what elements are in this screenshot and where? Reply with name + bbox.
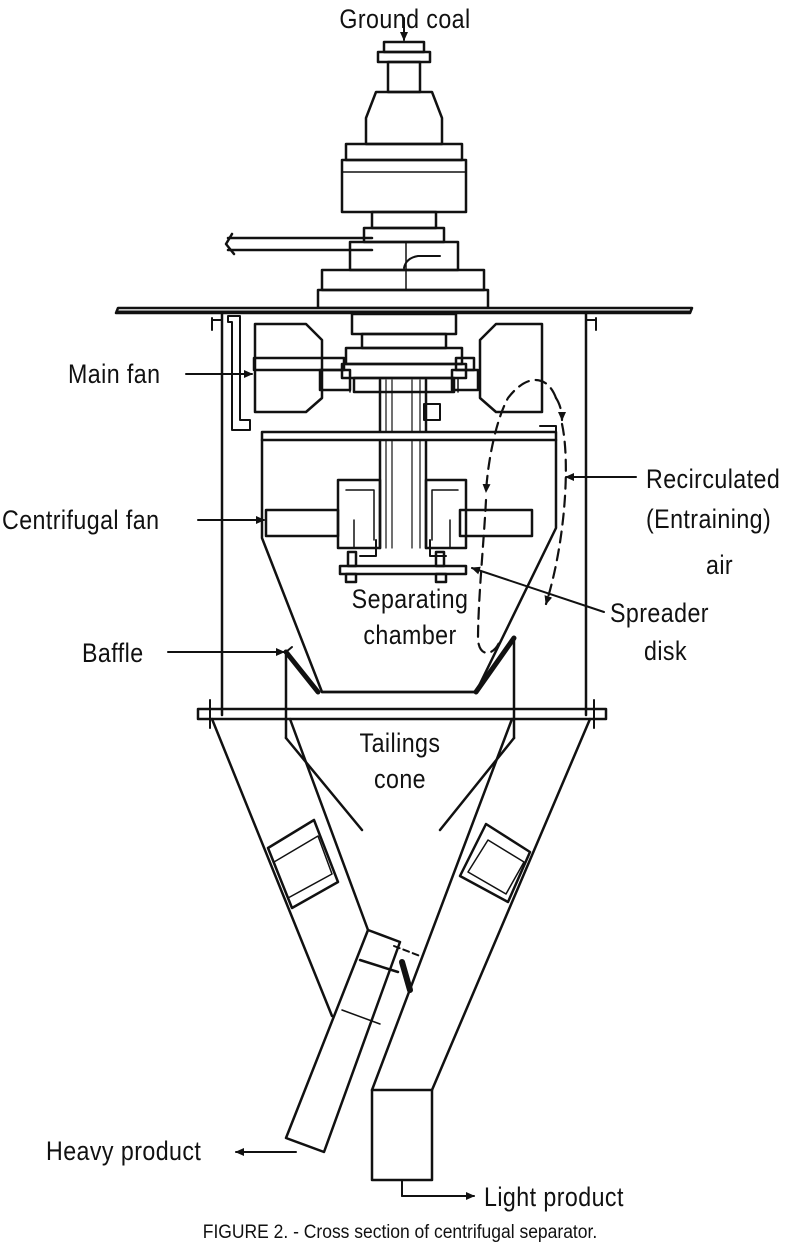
chamber-rim <box>260 425 558 442</box>
centrifugal-fan <box>264 478 534 557</box>
baffle <box>283 635 517 695</box>
separating-chamber-label-line2: chamber <box>363 620 457 650</box>
heavy-product-duct <box>210 717 402 1154</box>
heavy-product-label: Heavy product <box>46 1136 202 1166</box>
recirculated-air-label-line1: Recirculated <box>646 464 781 494</box>
drive-shaft <box>224 232 374 256</box>
spreader-disk-label-line2: disk <box>644 636 688 666</box>
main-fan <box>252 312 544 414</box>
central-shaft <box>378 378 441 550</box>
tailings-cone-label-line1: Tailings <box>359 728 441 758</box>
recirculated-air-label-line3: air <box>706 550 734 580</box>
spreader-disk <box>338 550 468 584</box>
separating-chamber-label-line1: Separating <box>351 584 469 614</box>
top-plate <box>114 306 694 315</box>
recirculated-air-loop <box>476 378 567 654</box>
label-leaders <box>167 17 637 1200</box>
light-product-label: Light product <box>484 1182 624 1212</box>
light-product-duct <box>370 717 592 1197</box>
figure-caption: FIGURE 2. - Cross section of centrifugal… <box>202 1222 598 1243</box>
baffle-label: Baffle <box>82 638 144 668</box>
tailings-cone-label-line2: cone <box>373 764 427 794</box>
centrifugal-fan-label: Centrifugal fan <box>2 505 160 535</box>
tailings-cone <box>284 638 516 832</box>
housing <box>211 310 597 717</box>
ground-coal-label: Ground coal <box>339 4 471 34</box>
flange <box>196 699 608 729</box>
main-fan-label: Main fan <box>68 359 161 389</box>
feed-drive-assembly <box>316 40 490 310</box>
spreader-disk-label-line1: Spreader <box>610 598 709 628</box>
recirculated-air-label-line2: (Entraining) <box>646 504 772 534</box>
